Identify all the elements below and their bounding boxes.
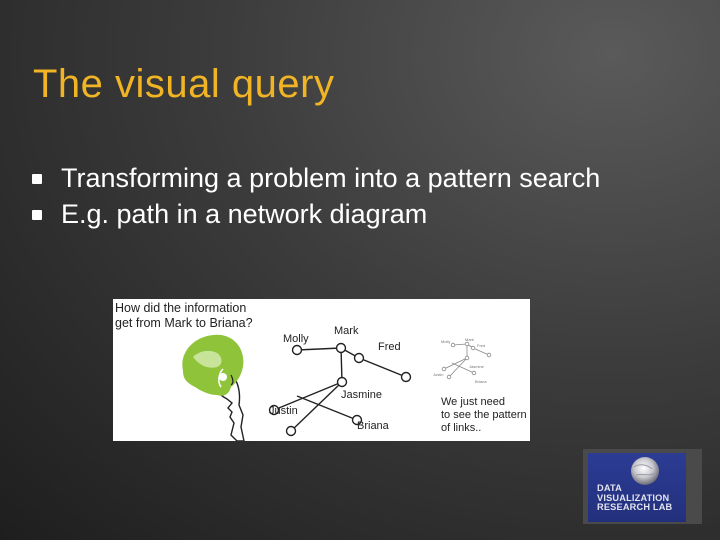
bullet-text: E.g. path in a network diagram [61,199,428,229]
node-label-justin: Justin [269,405,298,417]
node-molly [291,344,303,356]
bullet-text: Transforming a problem into a pattern se… [61,163,601,193]
note-line: to see the pattern [441,409,527,421]
slide-title: The visual query [33,62,335,106]
thinking-head-icon [182,334,245,441]
mini-label: Briana [475,379,487,384]
node-jasmine [336,376,348,388]
node-briana [351,414,363,426]
mini-label: Fred [477,343,486,348]
node-bottom [285,425,297,437]
mini-label: Mark [465,337,474,342]
node-label-briana: Briana [357,420,389,432]
logo-line: DATA [597,483,622,493]
data-visualization-lab-logo: DATA VISUALIZATION RESEARCH LAB [583,449,702,524]
bullet-list: Transforming a problem into a pattern se… [30,160,670,232]
node-justin [268,404,280,416]
bullet-square-icon [32,174,42,184]
node-fred [353,352,365,364]
node-label-molly: Molly [283,333,309,345]
bullet-item: Transforming a problem into a pattern se… [30,160,670,196]
node-label-jasmine: Jasmine [341,389,382,401]
figure-note: We just need to see the pattern of links… [441,396,527,435]
network-nodes [268,342,412,437]
mini-label: Molly [441,339,451,344]
mini-label: Justin [433,372,444,377]
logo-line: RESEARCH LAB [597,502,673,513]
node-fred-2 [400,371,412,383]
mini-pattern-diagram [441,341,492,380]
node-mark [335,342,347,354]
globe-icon [631,457,659,485]
caption-line: How did the information [115,301,247,315]
network-edges [273,347,407,432]
node-label-fred: Fred [378,341,401,353]
node-label-mark: Mark [334,325,359,337]
bullet-square-icon [32,210,42,220]
mini-label: Jasmine [469,364,484,369]
logo-text: DATA VISUALIZATION RESEARCH LAB [597,483,673,513]
figure-caption: How did the information get from Mark to… [115,301,253,331]
logo-line: VISUALIZATION [597,492,670,503]
logo-panel: DATA VISUALIZATION RESEARCH LAB [588,453,686,522]
note-line: of links.. [441,422,482,434]
note-line: We just need [441,396,506,408]
caption-line: get from Mark to Briana? [115,316,253,330]
network-diagram-graphic [182,334,492,441]
bullet-item: E.g. path in a network diagram [30,196,670,232]
network-diagram-figure: How did the information get from Mark to… [113,299,530,441]
